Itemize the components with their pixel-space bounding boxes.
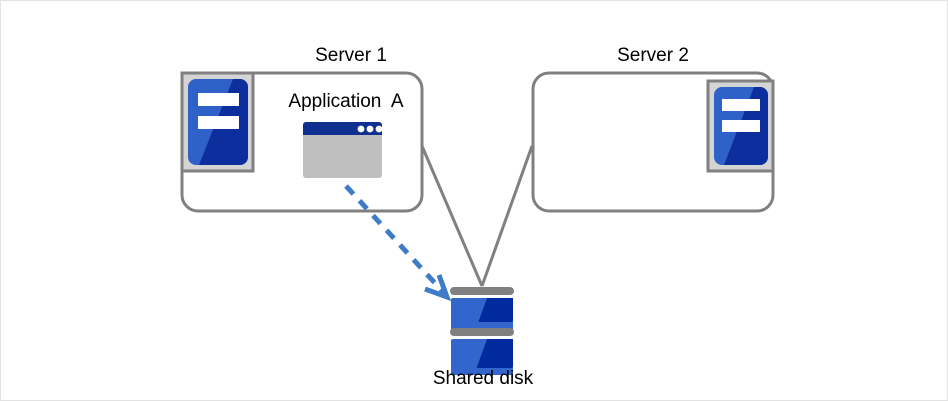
application-to-disk-arrow [344, 184, 452, 302]
app-window-icon [303, 122, 383, 178]
connector-server1-to-disk [420, 145, 484, 287]
shared-disk-label: Shared disk [432, 368, 534, 389]
server1-label: Server 1 [315, 45, 387, 66]
connector-server2-to-disk [480, 145, 534, 287]
server-icon [706, 79, 775, 173]
server2-label: Server 2 [617, 45, 689, 66]
server-icon [180, 71, 255, 173]
disk-icon [450, 287, 514, 375]
application-label: Application A [288, 91, 404, 112]
